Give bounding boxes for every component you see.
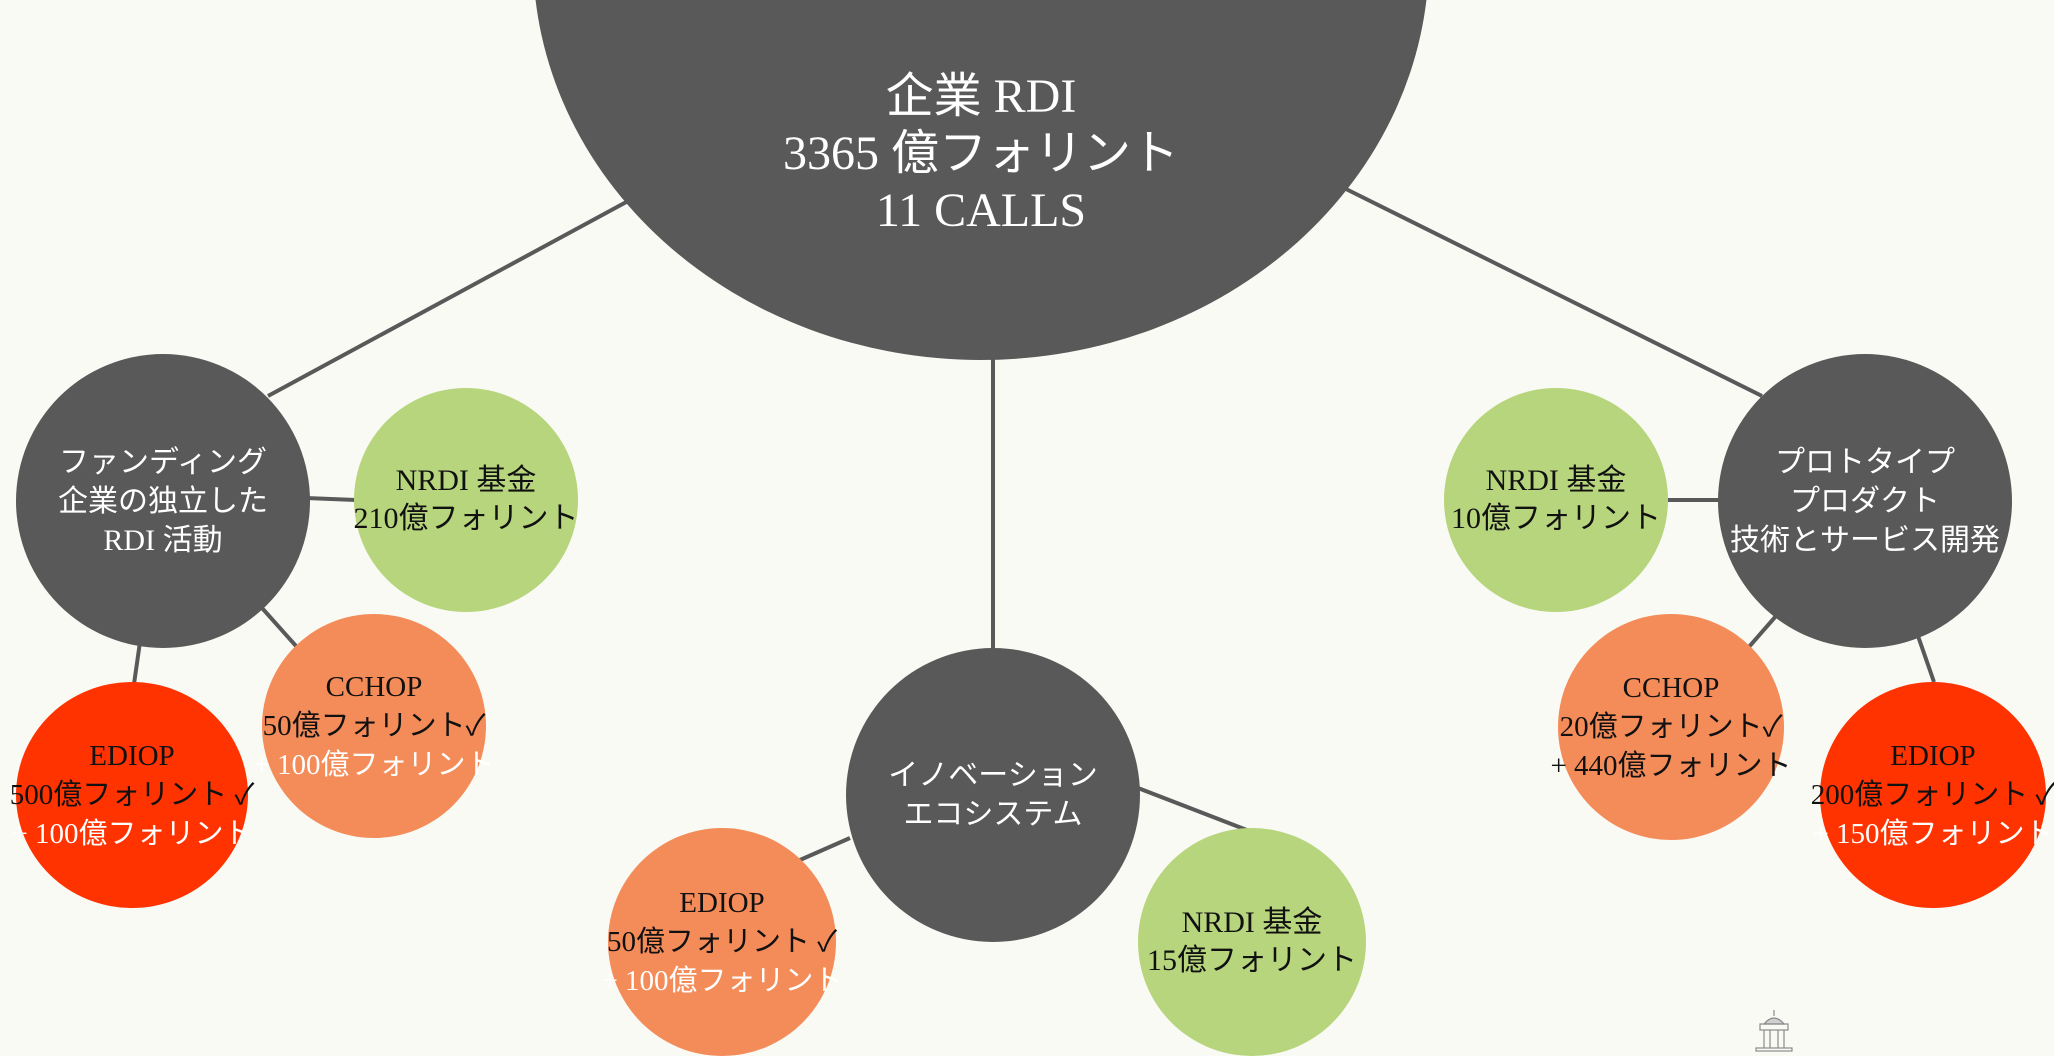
center-green-line-2: 15億フォリント [1147, 944, 1357, 977]
connector-left-orange [260, 606, 298, 648]
connector-left-green [305, 496, 357, 502]
left-hub-line-1: ファンディング [59, 445, 267, 479]
top-title-line-3: 11 CALLS [875, 184, 1087, 237]
left-red-line-1: EDIOP [89, 739, 175, 772]
right-orange-line-1: CCHOP [1622, 671, 1720, 704]
right-green-circle: NRDI 基金 10億フォリント [1444, 388, 1668, 612]
connector-center-green [1137, 786, 1253, 834]
right-green-line-2: 10億フォリント [1451, 502, 1661, 535]
right-red-line-2: 200億フォリント ✓ [1810, 778, 2054, 811]
connector-top-right [1343, 186, 1763, 398]
right-orange-circle: CCHOP 20億フォリント✓ + 440億フォリント [1550, 614, 1792, 840]
left-red-circle: EDIOP 500億フォリント ✓ + 100億フォリント [10, 682, 254, 908]
left-hub-line-2: 企業の独立した [58, 484, 268, 518]
center-hub-line-1: イノベーション [888, 759, 1098, 792]
center-orange-line-3: + 100億フォリント [601, 964, 843, 997]
right-hub-line-1: プロトタイプ [1775, 445, 1955, 479]
right-red-line-1: EDIOP [1890, 739, 1976, 772]
left-orange-line-1: CCHOP [325, 670, 423, 703]
center-green-circle: NRDI 基金 15億フォリント [1138, 828, 1366, 1056]
top-title-line-2: 3365 億フォリント [782, 127, 1179, 180]
center-orange-line-1: EDIOP [679, 886, 765, 919]
left-red-line-3: + 100億フォリント [11, 817, 253, 850]
top-title: 企業 RDI 3365 億フォリント 11 CALLS [733, 68, 1229, 239]
left-hub-circle: ファンディング 企業の独立した RDI 活動 [16, 354, 310, 648]
left-green-line-2: 210億フォリント [353, 502, 579, 535]
left-orange-line-2: 50億フォリント✓ [262, 709, 486, 742]
right-green-line-1: NRDI 基金 [1485, 464, 1627, 497]
connector-right-red [1916, 635, 1936, 683]
right-hub-line-2: プロダクト [1790, 484, 1940, 518]
right-orange-line-2: 20億フォリント✓ [1559, 710, 1783, 743]
connector-center-orange [799, 836, 851, 862]
right-hub-line-3: 技術とサービス開発 [1730, 523, 2000, 557]
connector-left-red [132, 641, 142, 685]
right-orange-line-3: + 440億フォリント [1550, 749, 1792, 782]
center-orange-circle: EDIOP 50億フォリント ✓ + 100億フォリント [601, 828, 843, 1056]
center-hub-line-2: エコシステム [903, 798, 1083, 831]
center-green-line-1: NRDI 基金 [1181, 906, 1323, 939]
center-orange-line-2: 50億フォリント ✓ [606, 925, 838, 958]
left-green-line-1: NRDI 基金 [395, 464, 537, 497]
right-red-circle: EDIOP 200億フォリント ✓ + 150億フォリント [1811, 682, 2054, 908]
center-hub-circle: イノベーション エコシステム [846, 648, 1140, 942]
connector-right-orange [1746, 614, 1778, 650]
right-red-line-3: + 150億フォリント [1812, 817, 2054, 850]
left-hub-line-3: RDI 活動 [103, 523, 223, 557]
connector-top-left [267, 198, 631, 398]
left-orange-circle: CCHOP 50億フォリント✓ + 100億フォリント [253, 614, 495, 838]
left-green-circle: NRDI 基金 210億フォリント [353, 388, 579, 612]
building-emblem-icon [1755, 1010, 1793, 1052]
right-hub-circle: プロトタイプ プロダクト 技術とサービス開発 [1718, 354, 2012, 648]
left-red-line-2: 500億フォリント ✓ [9, 778, 255, 811]
left-orange-line-3: + 100億フォリント [253, 748, 495, 781]
top-title-line-1: 企業 RDI [885, 70, 1077, 123]
